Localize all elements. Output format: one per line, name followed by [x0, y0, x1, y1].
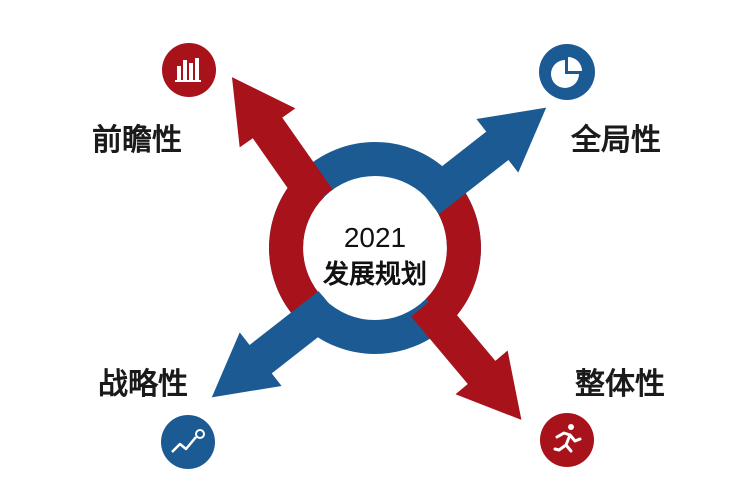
- running-person-icon: [553, 424, 582, 453]
- label-top-right: 全局性: [570, 123, 661, 158]
- bottom-left-icon-badge: [161, 415, 215, 469]
- trend-line-icon: [171, 429, 205, 453]
- center-title: 发展规划: [322, 259, 427, 290]
- top-right-icon-badge: [539, 44, 595, 100]
- bottom-right-icon-badge: [540, 413, 594, 467]
- label-top-left: 前瞻性: [92, 123, 182, 158]
- top-left-icon-badge: [162, 43, 216, 97]
- center-disk: [304, 177, 446, 319]
- arrow-top-left: [204, 57, 346, 220]
- bar-chart-icon: [175, 58, 201, 82]
- label-bottom-left: 战略性: [98, 367, 188, 402]
- label-bottom-right: 整体性: [575, 367, 665, 402]
- pie-chart-icon: [551, 57, 582, 88]
- center-year: 2021: [344, 222, 406, 253]
